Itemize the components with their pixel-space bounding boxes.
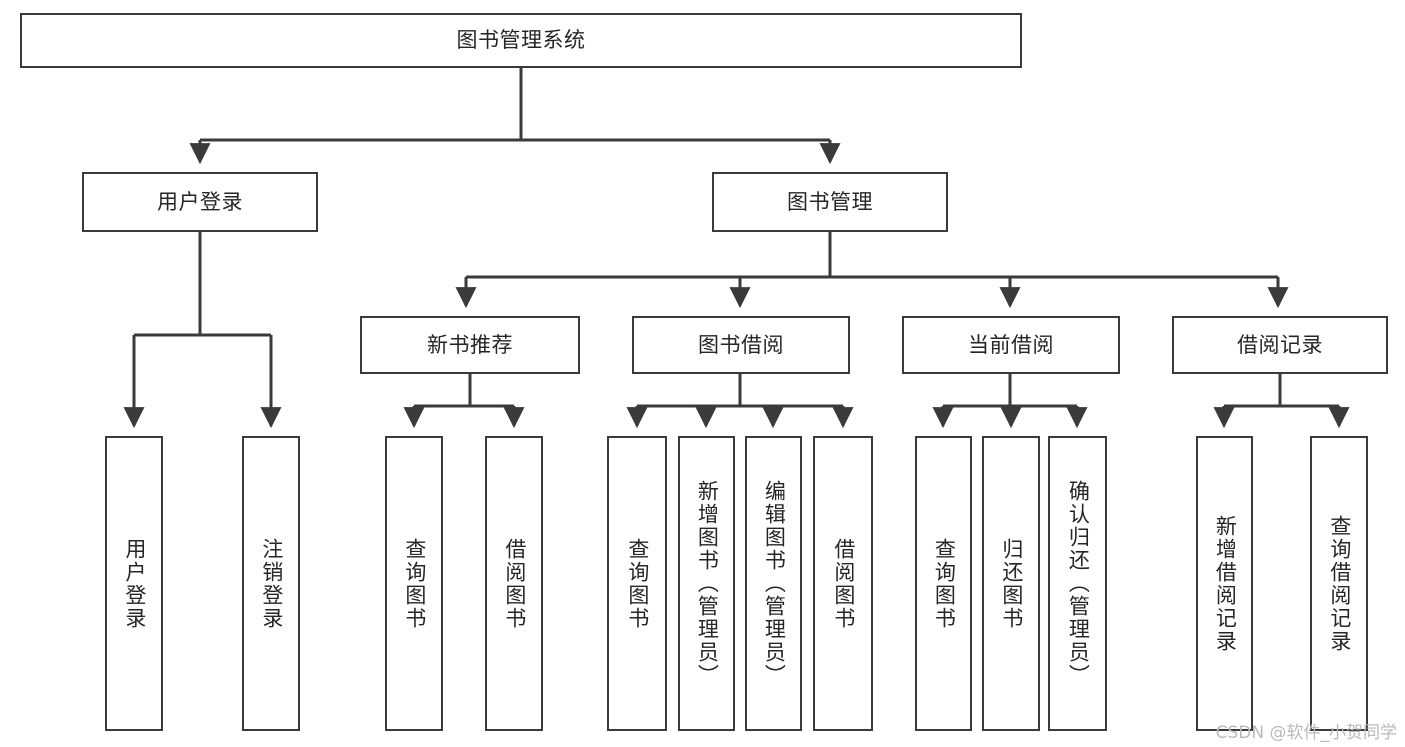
node-leaf-query-borrow-record-label: 查询借阅记录 xyxy=(1327,514,1352,653)
node-root-label: 图书管理系统 xyxy=(456,28,586,53)
node-new-book-recommend-label: 新书推荐 xyxy=(427,332,513,357)
node-borrow-record[interactable]: 借阅记录 xyxy=(1172,316,1388,374)
node-leaf-query-book-2[interactable]: 查询图书 xyxy=(607,436,667,731)
node-leaf-add-book-admin[interactable]: 新增图书（管理员） xyxy=(678,436,735,731)
node-leaf-confirm-return-admin[interactable]: 确认归还（管理员） xyxy=(1048,436,1107,731)
node-book-manage-label: 图书管理 xyxy=(787,189,873,214)
node-leaf-add-borrow-record-label: 新增借阅记录 xyxy=(1213,514,1238,653)
node-user-login[interactable]: 用户登录 xyxy=(82,172,318,232)
node-leaf-borrow-book-1-label: 借阅图书 xyxy=(502,537,527,630)
node-leaf-query-book-3-label: 查询图书 xyxy=(932,537,957,630)
node-current-borrow[interactable]: 当前借阅 xyxy=(902,316,1120,374)
node-leaf-return-book[interactable]: 归还图书 xyxy=(982,436,1040,731)
node-leaf-borrow-book-1[interactable]: 借阅图书 xyxy=(485,436,543,731)
node-user-login-label: 用户登录 xyxy=(157,189,243,214)
node-leaf-query-book-2-label: 查询图书 xyxy=(625,537,650,630)
node-leaf-add-book-admin-label: 新增图书（管理员） xyxy=(695,480,720,687)
node-leaf-query-borrow-record[interactable]: 查询借阅记录 xyxy=(1310,436,1368,731)
node-leaf-return-book-label: 归还图书 xyxy=(999,537,1024,630)
node-leaf-edit-book-admin-label: 编辑图书（管理员） xyxy=(762,480,787,687)
node-leaf-edit-book-admin[interactable]: 编辑图书（管理员） xyxy=(745,436,802,731)
node-leaf-logout-login[interactable]: 注销登录 xyxy=(242,436,300,731)
node-leaf-logout-login-label: 注销登录 xyxy=(259,537,284,630)
node-book-manage[interactable]: 图书管理 xyxy=(712,172,948,232)
node-leaf-add-borrow-record[interactable]: 新增借阅记录 xyxy=(1196,436,1253,731)
node-book-borrow-label: 图书借阅 xyxy=(698,332,784,357)
node-leaf-user-login-label: 用户登录 xyxy=(122,537,147,630)
node-new-book-recommend[interactable]: 新书推荐 xyxy=(360,316,580,374)
watermark-text: CSDN @软件_小贺同学 xyxy=(1215,723,1397,743)
node-leaf-query-book-3[interactable]: 查询图书 xyxy=(915,436,972,731)
node-leaf-confirm-return-admin-label: 确认归还（管理员） xyxy=(1066,480,1091,687)
node-book-borrow[interactable]: 图书借阅 xyxy=(632,316,850,374)
node-root[interactable]: 图书管理系统 xyxy=(20,13,1022,68)
node-leaf-borrow-book-2[interactable]: 借阅图书 xyxy=(813,436,873,731)
node-leaf-query-book-1-label: 查询图书 xyxy=(402,537,427,630)
node-borrow-record-label: 借阅记录 xyxy=(1237,332,1323,357)
node-leaf-query-book-1[interactable]: 查询图书 xyxy=(385,436,443,731)
node-leaf-user-login[interactable]: 用户登录 xyxy=(105,436,163,731)
node-leaf-borrow-book-2-label: 借阅图书 xyxy=(831,537,856,630)
node-current-borrow-label: 当前借阅 xyxy=(968,332,1054,357)
